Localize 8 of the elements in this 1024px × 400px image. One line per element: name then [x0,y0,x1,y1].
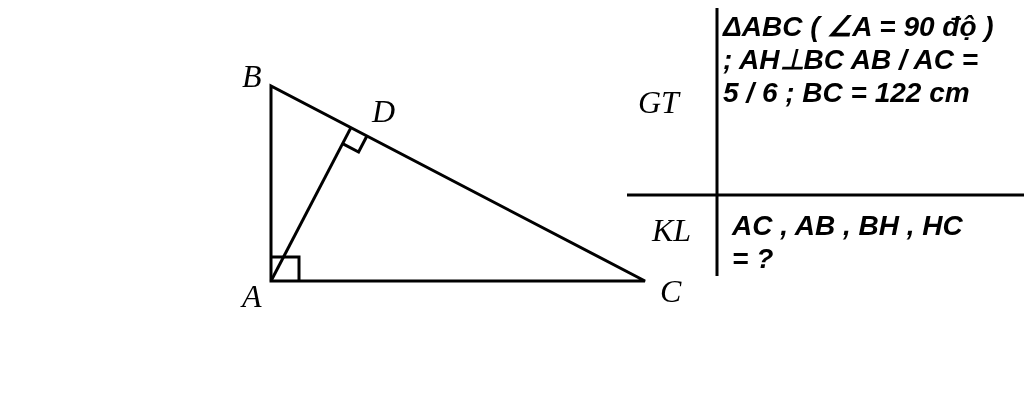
row-heading: GT [638,86,679,118]
vertex-label: C [660,275,682,307]
point-label: D [372,95,396,127]
vertex-label: A [242,280,262,312]
conclusion-text: AC , AB , BH , HC = ? [732,209,964,275]
given-text: ΔABC ( ∠A = 90 độ ) ; AH⊥BC AB / AC = 5 / 6 ; BC = 122 cm [723,10,995,109]
vertex-label: B [242,60,262,92]
row-heading: KL [652,214,692,246]
